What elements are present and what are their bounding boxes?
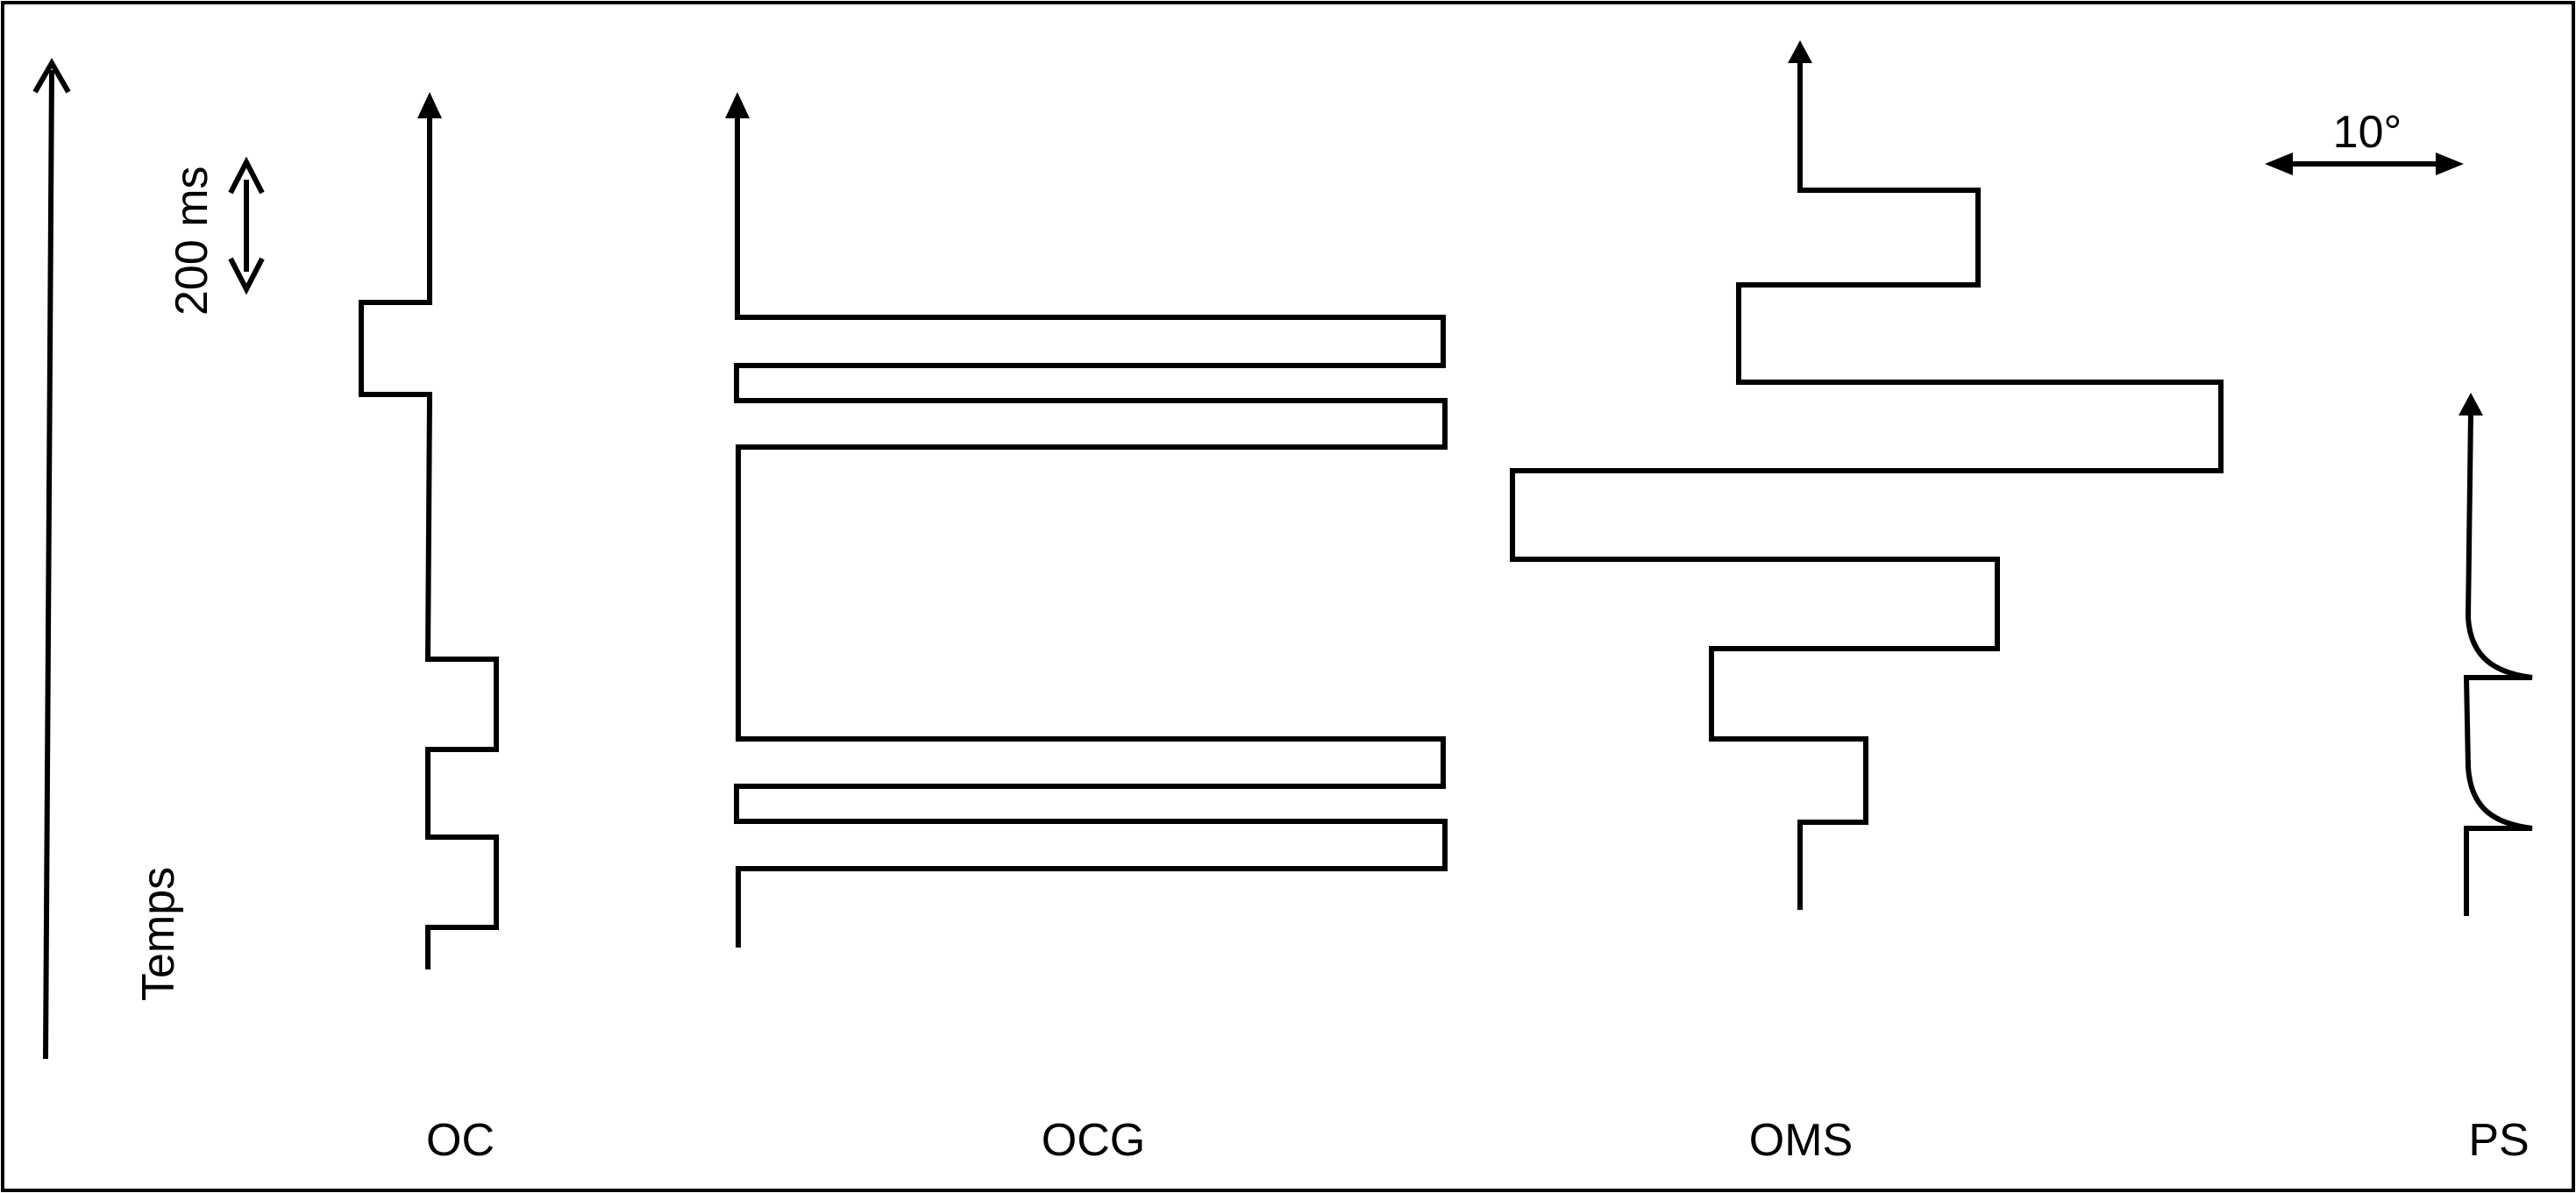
trace-oms — [1510, 40, 2224, 910]
trace-label-oms: OMS — [1749, 1115, 1853, 1166]
trace-oc-arrowhead — [417, 92, 442, 118]
trace-label-ps: PS — [2468, 1115, 2529, 1166]
trace-oc — [359, 92, 499, 969]
time-axis-label: Temps — [133, 867, 184, 1001]
time-axis — [32, 57, 71, 1060]
trace-oms-arrowhead — [1788, 40, 1812, 63]
amplitude-scale-label: 10° — [2333, 107, 2402, 158]
time-scale-label: 200 ms — [167, 166, 217, 316]
trace-label-ocg: OCG — [1042, 1115, 1145, 1166]
time-scale-bar — [228, 156, 265, 295]
trace-label-oc: OC — [426, 1115, 495, 1166]
amplitude-scale-bar — [2265, 153, 2464, 175]
trace-ps — [2459, 393, 2533, 916]
trace-ocg — [725, 92, 1448, 948]
trace-ocg-arrowhead — [725, 92, 750, 118]
trace-ps-arrowhead — [2459, 393, 2483, 415]
